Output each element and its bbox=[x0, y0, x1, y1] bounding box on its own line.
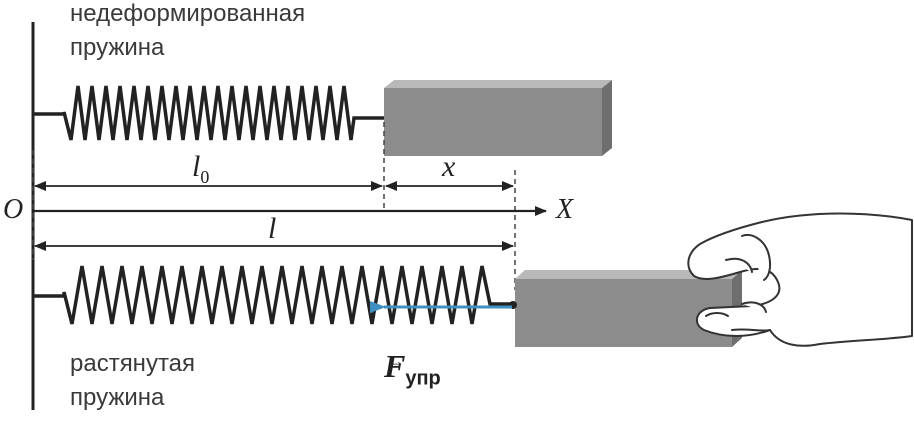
force-label: → Fупр bbox=[384, 348, 441, 390]
l0-letter: l bbox=[192, 150, 201, 183]
stretched-spring bbox=[33, 265, 512, 325]
x-label: x bbox=[442, 150, 456, 183]
origin-label: O bbox=[3, 194, 24, 225]
l0-label: l0 bbox=[192, 150, 209, 188]
axis-label: X bbox=[556, 194, 574, 225]
force-vector-bar: → bbox=[387, 351, 405, 371]
top-block bbox=[384, 80, 612, 156]
force-subscript: упр bbox=[405, 367, 441, 390]
l0-subscript: 0 bbox=[200, 167, 210, 187]
undeformed-label-line2: пружина bbox=[70, 34, 165, 61]
l-label: l bbox=[268, 212, 277, 245]
undeformed-spring bbox=[33, 85, 384, 141]
undeformed-label-line1: недеформированная bbox=[70, 0, 306, 27]
force-letter: F bbox=[384, 348, 406, 384]
stretched-label-line2: пружина bbox=[70, 384, 165, 411]
stretched-label-line1: растянутая bbox=[70, 350, 196, 377]
hand-icon bbox=[687, 212, 913, 347]
